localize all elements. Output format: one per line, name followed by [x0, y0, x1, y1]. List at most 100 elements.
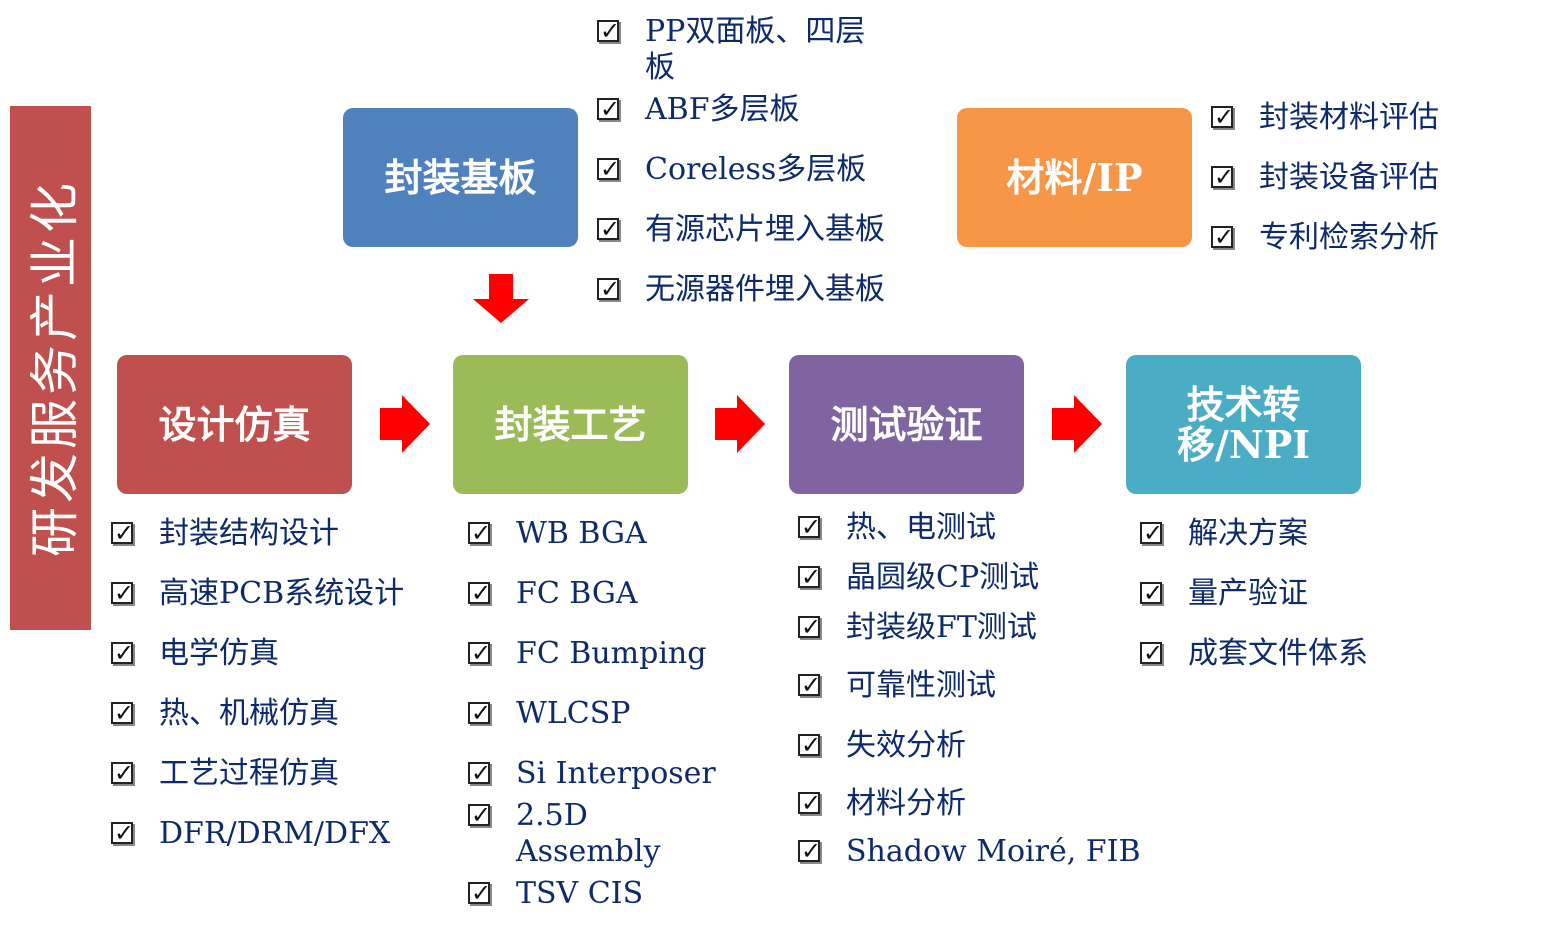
list-item-design: 热、机械仿真	[111, 695, 339, 732]
list-item-substrate: Coreless多层板	[597, 151, 867, 188]
list-item-test: 封装级FT测试	[798, 609, 1037, 646]
list-item-design: 电学仿真	[111, 635, 279, 672]
list-item-transfer: 解决方案	[1140, 515, 1308, 552]
list-item-text: Coreless多层板	[645, 152, 867, 187]
list-item-material: 封装设备评估	[1211, 159, 1439, 196]
checkbox-checked-icon	[798, 667, 821, 703]
checkbox-checked-icon	[1140, 635, 1163, 671]
list-item-material: 专利检索分析	[1211, 219, 1439, 256]
box-design-simulation: 设计仿真	[117, 355, 352, 494]
checkbox-checked-icon	[597, 271, 620, 307]
checkbox-checked-icon	[597, 151, 620, 187]
list-item-test: 失效分析	[798, 727, 966, 764]
list-item-test: 晶圆级CP测试	[798, 559, 1040, 596]
list-item-text: 2.5D Assembly	[516, 798, 661, 869]
list-item-material: 封装材料评估	[1211, 99, 1439, 136]
list-item-text: 失效分析	[846, 728, 966, 763]
box-design-label: 设计仿真	[158, 401, 311, 447]
box-process-label: 封装工艺	[494, 401, 647, 447]
side-banner: 研发服务产业化	[10, 106, 91, 630]
list-item-text: 专利检索分析	[1259, 220, 1439, 255]
checkbox-checked-icon	[597, 13, 620, 49]
list-item-design: 工艺过程仿真	[111, 755, 339, 792]
list-item-process: WLCSP	[468, 695, 631, 732]
side-banner-label: 研发服务产业化	[25, 179, 84, 557]
checkbox-checked-icon	[1211, 159, 1234, 195]
list-item-text: 电学仿真	[159, 636, 279, 671]
list-item-text: 无源器件埋入基板	[645, 272, 885, 307]
checkbox-checked-icon	[468, 515, 491, 551]
list-item-text: 封装设备评估	[1259, 160, 1439, 195]
list-item-transfer: 成套文件体系	[1140, 635, 1368, 672]
box-test-verification: 测试验证	[789, 355, 1024, 494]
checkbox-checked-icon	[111, 575, 134, 611]
checkbox-checked-icon	[468, 755, 491, 791]
list-item-process: Si Interposer	[468, 755, 716, 792]
list-item-text: 成套文件体系	[1188, 636, 1368, 671]
checkbox-checked-icon	[597, 211, 620, 247]
checkbox-checked-icon	[111, 695, 134, 731]
list-item-text: ABF多层板	[645, 92, 800, 127]
checkbox-checked-icon	[468, 797, 491, 833]
list-item-text: WLCSP	[516, 696, 631, 731]
list-item-text: PP双面板、四层板	[645, 14, 866, 85]
checkbox-checked-icon	[1211, 99, 1234, 135]
list-item-transfer: 量产验证	[1140, 575, 1308, 612]
list-item-text: DFR/DRM/DFX	[159, 816, 391, 851]
list-item-text: 晶圆级CP测试	[846, 560, 1040, 595]
checkbox-checked-icon	[468, 875, 491, 911]
checkbox-checked-icon	[1140, 575, 1163, 611]
list-item-text: WB BGA	[516, 516, 647, 551]
checkbox-checked-icon	[798, 833, 821, 869]
checkbox-checked-icon	[111, 515, 134, 551]
checkbox-checked-icon	[468, 575, 491, 611]
list-item-text: 材料分析	[846, 786, 966, 821]
checkbox-checked-icon	[798, 559, 821, 595]
checkbox-checked-icon	[468, 635, 491, 671]
arrow-right-icon	[715, 395, 765, 453]
list-item-design: 封装结构设计	[111, 515, 339, 552]
checkbox-checked-icon	[798, 509, 821, 545]
box-packaging-process: 封装工艺	[453, 355, 688, 494]
list-item-text: 可靠性测试	[846, 668, 996, 703]
list-item-text: 解决方案	[1188, 516, 1308, 551]
checkbox-checked-icon	[1140, 515, 1163, 551]
list-item-process: 2.5D Assembly	[468, 797, 686, 870]
checkbox-checked-icon	[798, 727, 821, 763]
list-item-text: Si Interposer	[516, 756, 716, 791]
box-substrate-label: 封装基板	[384, 154, 537, 200]
checkbox-checked-icon	[468, 695, 491, 731]
checkbox-checked-icon	[798, 609, 821, 645]
list-item-text: 热、电测试	[846, 510, 996, 545]
box-material-ip: 材料/IP	[957, 108, 1192, 247]
checkbox-checked-icon	[111, 815, 134, 851]
list-item-text: 量产验证	[1188, 576, 1308, 611]
list-item-process: FC Bumping	[468, 635, 706, 672]
box-transfer-label: 技术转移/NPI	[1177, 381, 1310, 467]
list-item-substrate: PP双面板、四层板	[597, 13, 880, 86]
box-material-label: 材料/IP	[1006, 154, 1143, 200]
list-item-text: 热、机械仿真	[159, 696, 339, 731]
list-item-text: 封装材料评估	[1259, 100, 1439, 135]
list-item-substrate: 有源芯片埋入基板	[597, 211, 885, 248]
checkbox-checked-icon	[111, 635, 134, 671]
list-item-test: 热、电测试	[798, 509, 996, 546]
list-item-text: FC BGA	[516, 576, 638, 611]
list-item-design: 高速PCB系统设计	[111, 575, 405, 612]
box-test-label: 测试验证	[830, 401, 983, 447]
arrow-down-icon	[473, 274, 529, 323]
list-item-process: FC BGA	[468, 575, 638, 612]
checkbox-checked-icon	[597, 91, 620, 127]
list-item-text: 高速PCB系统设计	[159, 576, 405, 611]
list-item-text: 封装结构设计	[159, 516, 339, 551]
list-item-process: TSV CIS	[468, 875, 644, 912]
arrow-right-icon	[380, 395, 430, 453]
list-item-text: TSV CIS	[516, 876, 644, 911]
list-item-test: Shadow Moiré, FIB	[798, 833, 1141, 870]
list-item-substrate: 无源器件埋入基板	[597, 271, 885, 308]
list-item-substrate: ABF多层板	[597, 91, 800, 128]
checkbox-checked-icon	[1211, 219, 1234, 255]
list-item-text: 工艺过程仿真	[159, 756, 339, 791]
list-item-test: 可靠性测试	[798, 667, 996, 704]
list-item-text: 有源芯片埋入基板	[645, 212, 885, 247]
